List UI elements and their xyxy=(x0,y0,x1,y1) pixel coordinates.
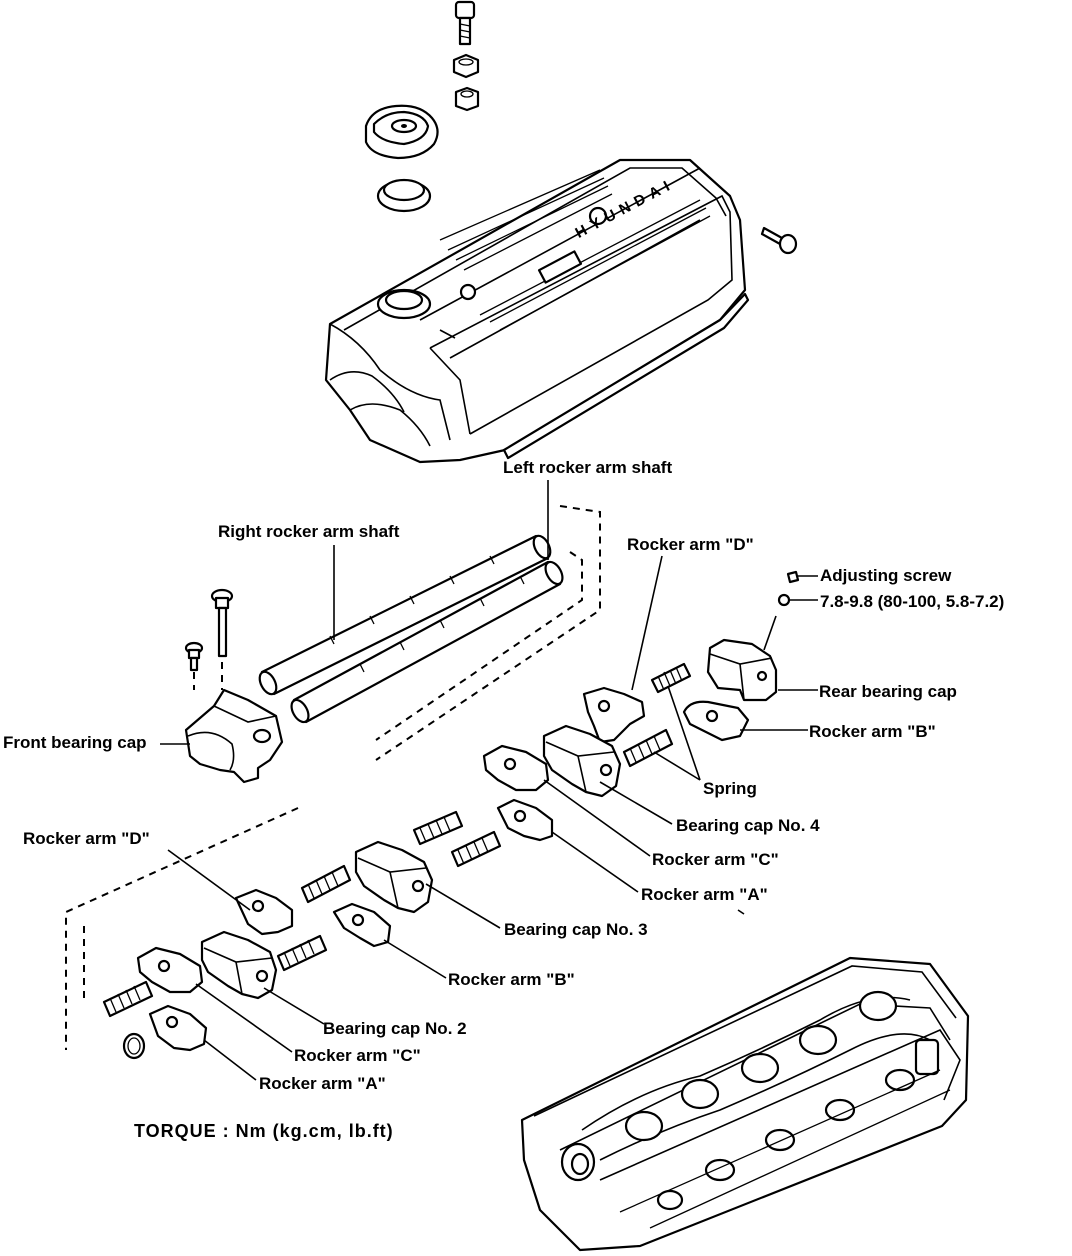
right-rocker-arm-shaft xyxy=(258,534,552,696)
front-cap-bolt-long xyxy=(210,588,234,658)
label-torque-spec: 7.8-9.8 (80-100, 5.8-7.2) xyxy=(820,592,1005,611)
bearing-cap-no3 xyxy=(354,840,434,914)
label-rear-bearing-cap: Rear bearing cap xyxy=(819,682,957,701)
label-adjusting-screw: Adjusting screw xyxy=(820,566,952,585)
seal-ring xyxy=(122,1032,146,1060)
rocker-arm-c-low xyxy=(136,946,204,994)
label-rocker-arm-b-right: Rocker arm "B" xyxy=(809,722,936,741)
spring-lower-center xyxy=(276,934,328,972)
label-rocker-arm-a-mid: Rocker arm "A" xyxy=(641,885,768,904)
washer-nut-lower xyxy=(454,86,480,112)
lower-assembly-dash xyxy=(65,807,299,1050)
label-bearing-cap-no4: Bearing cap No. 4 xyxy=(676,816,820,835)
spring-upper-left xyxy=(412,810,464,846)
oil-cap-gasket xyxy=(376,178,432,213)
washer-nut-upper xyxy=(452,53,480,79)
rocker-cover xyxy=(324,158,750,464)
rocker-arm-d-upper xyxy=(582,686,646,744)
spring-lower-left xyxy=(102,980,154,1018)
label-rocker-arm-c-low: Rocker arm "C" xyxy=(294,1046,421,1065)
label-torque-units: TORQUE : Nm (kg.cm, lb.ft) xyxy=(134,1121,394,1141)
front-cap-bolt-short xyxy=(184,641,204,672)
oil-filler-cap xyxy=(364,104,439,160)
label-rocker-arm-d-top: Rocker arm "D" xyxy=(627,535,754,554)
label-bearing-cap-no2: Bearing cap No. 2 xyxy=(323,1019,467,1038)
cover-bolt xyxy=(454,0,476,46)
bearing-cap-no2 xyxy=(200,930,278,1000)
label-rocker-arm-a-low: Rocker arm "A" xyxy=(259,1074,386,1093)
cylinder-head xyxy=(520,956,970,1252)
label-front-bearing-cap: Front bearing cap xyxy=(3,733,147,752)
label-right-rocker-arm-shaft: Right rocker arm shaft xyxy=(218,522,400,541)
spring-upper-right xyxy=(450,830,502,868)
spring-mid-upper xyxy=(622,728,674,768)
shaft-alignment-dash xyxy=(375,505,601,761)
label-rocker-arm-c-mid: Rocker arm "C" xyxy=(652,850,779,869)
label-rocker-arm-d-left: Rocker arm "D" xyxy=(23,829,150,848)
rocker-arm-a-low xyxy=(148,1004,208,1052)
label-bearing-cap-no3: Bearing cap No. 3 xyxy=(504,920,648,939)
adjusting-screw-part xyxy=(786,570,800,584)
front-bearing-cap xyxy=(184,688,284,784)
label-spring: Spring xyxy=(703,779,757,798)
rocker-arm-c-mid xyxy=(482,744,550,792)
bearing-cap-no4 xyxy=(542,724,622,798)
rocker-arm-b-mid xyxy=(332,902,392,948)
spring-center xyxy=(300,864,352,904)
rocker-arm-a-mid xyxy=(496,798,554,842)
cover-side-bolt xyxy=(760,226,798,255)
adjusting-nut-part xyxy=(777,593,791,607)
rocker-arm-b-rear xyxy=(682,700,750,742)
label-left-rocker-arm-shaft: Left rocker arm shaft xyxy=(503,458,673,477)
rear-bearing-cap xyxy=(706,638,778,702)
left-rocker-arm-shaft xyxy=(290,560,564,724)
spring-rear xyxy=(650,662,692,694)
label-rocker-arm-b-mid: Rocker arm "B" xyxy=(448,970,575,989)
front-cap-bolt-dash xyxy=(193,662,223,690)
leader-lines xyxy=(160,480,818,1081)
rocker-arm-d-left xyxy=(234,888,294,936)
